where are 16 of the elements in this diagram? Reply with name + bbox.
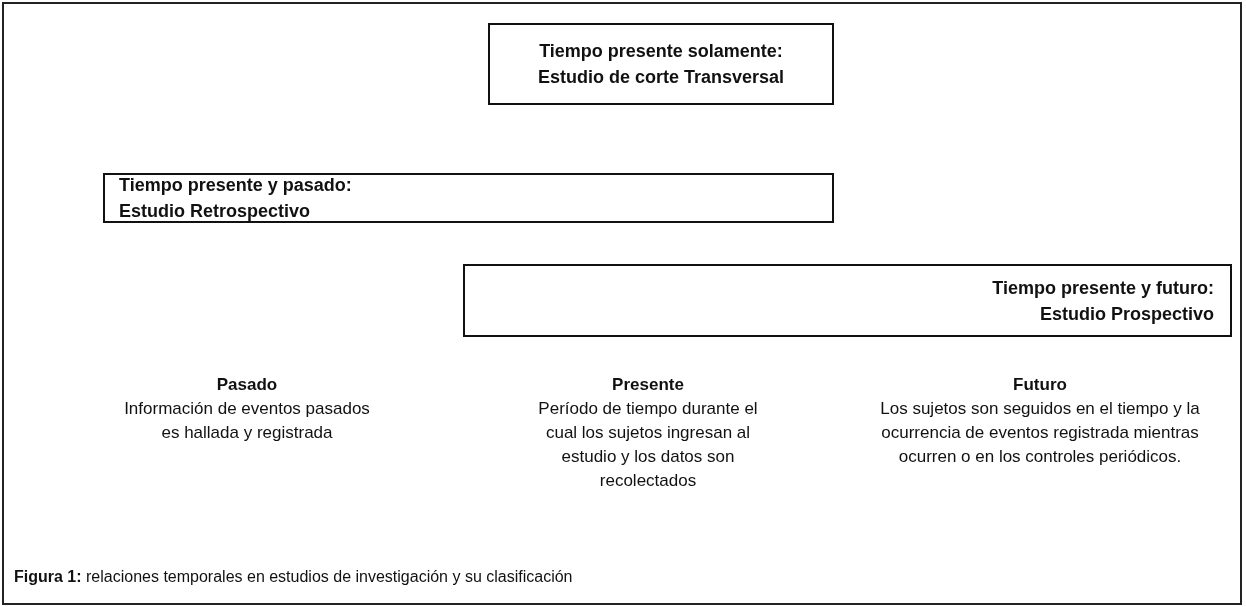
column-description: Información de eventos pasados es hallada y registrada (123, 398, 371, 444)
study-box (488, 23, 834, 105)
box-text: Estudio Prospectivo (1039, 302, 1214, 326)
study-box (463, 264, 1232, 337)
figure-caption: Figura 1: relaciones temporales en estudios de investigación y su clasificación (14, 568, 573, 586)
column-description: Período de tiempo durante el cual los sujetos ingresan al estudio y los datos son recolectados (537, 398, 759, 492)
box-text: Tiempo presente y futuro: (992, 276, 1214, 300)
box-text: Tiempo presente solamente: (539, 40, 783, 63)
column-heading: Futuro (1012, 374, 1068, 396)
column-heading: Pasado (215, 374, 279, 396)
column-heading: Presente (611, 374, 685, 396)
box-text: Tiempo presente y pasado: (119, 174, 352, 197)
box-text: Estudio Retrospectivo (119, 200, 311, 223)
column-description: Los sujetos son seguidos en el tiempo y la ocurrencia de eventos registrada mientras ocurren o en los controles periódicos. (880, 398, 1200, 468)
study-box (103, 173, 834, 223)
box-text: Estudio de corte Transversal (537, 66, 785, 89)
